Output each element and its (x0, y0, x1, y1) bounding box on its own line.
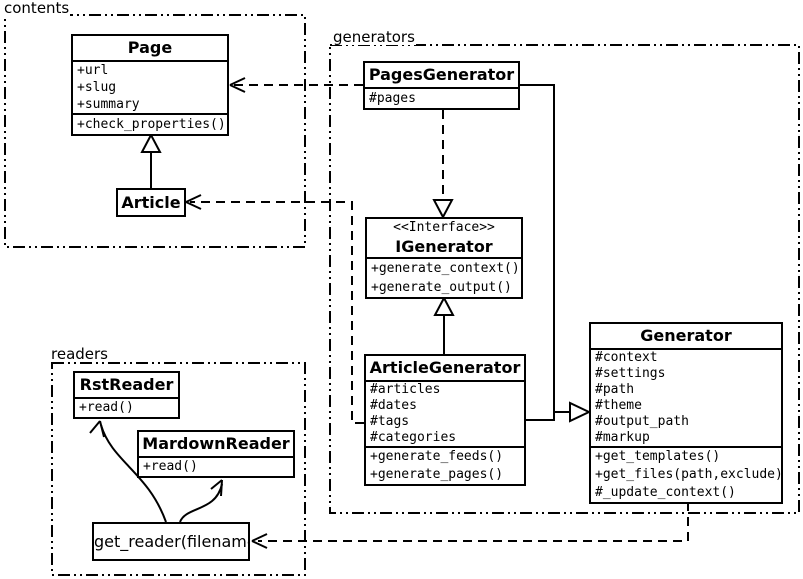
generalization-triangle-icon (569, 401, 592, 423)
edge-generator-depends-getreader (258, 502, 689, 542)
method: +read() (143, 459, 198, 474)
class-articlegenerator: ArticleGenerator #articles #dates #tags … (364, 354, 526, 486)
class-articlegenerator-name: ArticleGenerator (366, 356, 524, 382)
class-igenerator: <<Interface>> IGenerator +generate_conte… (365, 217, 523, 299)
class-markdownreader: MardownReader +read() (137, 430, 295, 478)
class-page-attributes: +url +slug +summary (73, 62, 227, 115)
class-generator-name: Generator (591, 324, 781, 350)
edge-pagesgenerator-extends-generator (520, 84, 570, 413)
class-generator-methods: +get_templates() +get_files(path,exclude… (591, 448, 783, 502)
open-arrowhead-icon (185, 194, 202, 210)
class-rstreader: RstReader +read() (73, 371, 180, 419)
box-get-reader: get_reader(filename) (92, 522, 250, 561)
attribute: #articles (370, 382, 441, 397)
class-page-methods: +check_properties() (73, 115, 227, 134)
edge-articlegenerator-extends-generator (526, 412, 555, 421)
method: +generate_output() (371, 280, 512, 295)
get-reader-label: get_reader(filename) (94, 532, 248, 551)
package-readers-label: readers (50, 345, 109, 363)
open-arrowhead-icon (251, 533, 268, 549)
edge-getreader-to-rstreader (100, 424, 167, 523)
open-arrowhead-icon (89, 420, 105, 438)
open-arrowhead-icon (229, 77, 246, 93)
method: +generate_context() (371, 261, 520, 276)
attribute: #tags (370, 414, 410, 429)
attribute: +summary (77, 97, 140, 112)
method: +check_properties() (77, 117, 226, 132)
class-igenerator-methods: +generate_context() +generate_output() (367, 259, 521, 297)
method: +read() (79, 400, 134, 415)
package-contents-border (4, 14, 306, 248)
class-article-name: Article (121, 193, 181, 212)
class-igenerator-header: <<Interface>> IGenerator (367, 219, 521, 259)
method: +generate_feeds() (370, 449, 504, 464)
attribute: #categories (370, 430, 457, 445)
class-pagesgenerator: PagesGenerator #pages (363, 61, 520, 110)
attribute: +slug (77, 80, 117, 95)
package-generators-label: generators (332, 28, 416, 46)
class-article: Article (116, 188, 186, 217)
edge-articlegenerator-depends-article (190, 201, 364, 424)
class-igenerator-stereotype: <<Interface>> (393, 220, 495, 235)
edge-getreader-to-markdownreader (179, 483, 223, 523)
attribute: #pages (369, 91, 416, 106)
class-articlegenerator-attributes: #articles #dates #tags #categories (366, 382, 524, 448)
attribute: #dates (370, 398, 417, 413)
generalization-triangle-icon (432, 199, 454, 220)
class-pagesgenerator-name: PagesGenerator (365, 63, 518, 89)
generalization-triangle-icon (433, 295, 455, 316)
class-generator-attributes: #context #settings #path #theme #output_… (591, 350, 781, 448)
method: +generate_pages() (370, 467, 504, 482)
package-contents-label: contents (3, 0, 71, 17)
method: +get_templates() (595, 449, 721, 464)
package-generators-border (329, 44, 800, 514)
attribute: +url (77, 63, 109, 78)
class-rstreader-name: RstReader (75, 373, 178, 399)
class-markdownreader-methods: +read() (139, 458, 293, 476)
class-igenerator-name: IGenerator (395, 237, 493, 256)
attribute: #path (595, 382, 635, 397)
attribute: #settings (595, 366, 666, 381)
attribute: #context (595, 350, 658, 365)
attribute: #markup (595, 430, 650, 445)
method: #_update_context() (595, 485, 736, 500)
class-markdownreader-name: MardownReader (139, 432, 293, 458)
class-page-name: Page (73, 36, 227, 62)
generalization-triangle-icon (140, 132, 162, 153)
method: +get_files(path,exclude) (595, 467, 783, 482)
attribute: #theme (595, 398, 642, 413)
attribute: #output_path (595, 414, 689, 429)
class-rstreader-methods: +read() (75, 399, 178, 417)
class-pagesgenerator-attributes: #pages (365, 89, 518, 108)
class-articlegenerator-methods: +generate_feeds() +generate_pages() (366, 448, 524, 484)
class-generator: Generator #context #settings #path #them… (589, 322, 783, 504)
package-readers-border (51, 362, 306, 576)
open-arrowhead-icon (210, 479, 223, 497)
class-page: Page +url +slug +summary +check_properti… (71, 34, 229, 136)
